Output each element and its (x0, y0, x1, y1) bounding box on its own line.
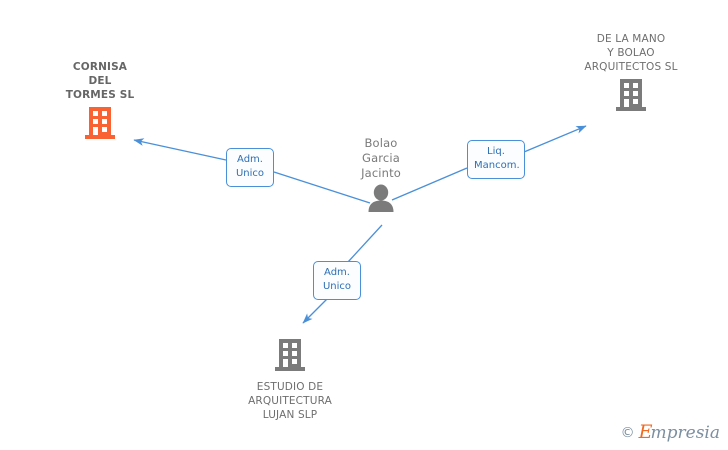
edge-rel-delamano-to-delamano (523, 125, 587, 153)
person-node-bolao-garcia-jacinto[interactable]: Bolao Garcia Jacinto (306, 136, 456, 216)
edge-person-to-rel-estudio (347, 224, 383, 263)
watermark-brand-initial: E (638, 421, 653, 443)
watermark-empresia: © E mpresia (621, 423, 720, 442)
company-label-estudio: ESTUDIO DE ARQUITECTURA LUJAN SLP (248, 381, 332, 421)
relation-label-adm-unico-estudio[interactable]: Adm. Unico (313, 261, 361, 300)
company-label-delamano: DE LA MANO Y BOLAO ARQUITECTOS SL (584, 33, 678, 73)
relation-label-adm-unico-cornisa[interactable]: Adm. Unico (226, 148, 274, 187)
company-label-cornisa: CORNISA DEL TORMES SL (65, 61, 135, 101)
company-node-delamano[interactable]: DE LA MANO Y BOLAO ARQUITECTOS SL (556, 32, 706, 116)
building-icon[interactable] (25, 106, 175, 144)
copyright-icon: © (620, 424, 635, 441)
company-node-cornisa[interactable]: CORNISA DEL TORMES SL (25, 60, 175, 144)
person-label: Bolao Garcia Jacinto (361, 136, 401, 180)
building-icon[interactable] (556, 78, 706, 116)
watermark-brand-rest: mpresia (650, 423, 721, 443)
building-icon[interactable] (215, 338, 365, 376)
relation-label-liq-mancom-delamano[interactable]: Liq. Mancom. (467, 140, 525, 179)
person-icon[interactable] (306, 184, 456, 216)
company-node-estudio[interactable]: ESTUDIO DE ARQUITECTURA LUJAN SLP (215, 334, 365, 422)
